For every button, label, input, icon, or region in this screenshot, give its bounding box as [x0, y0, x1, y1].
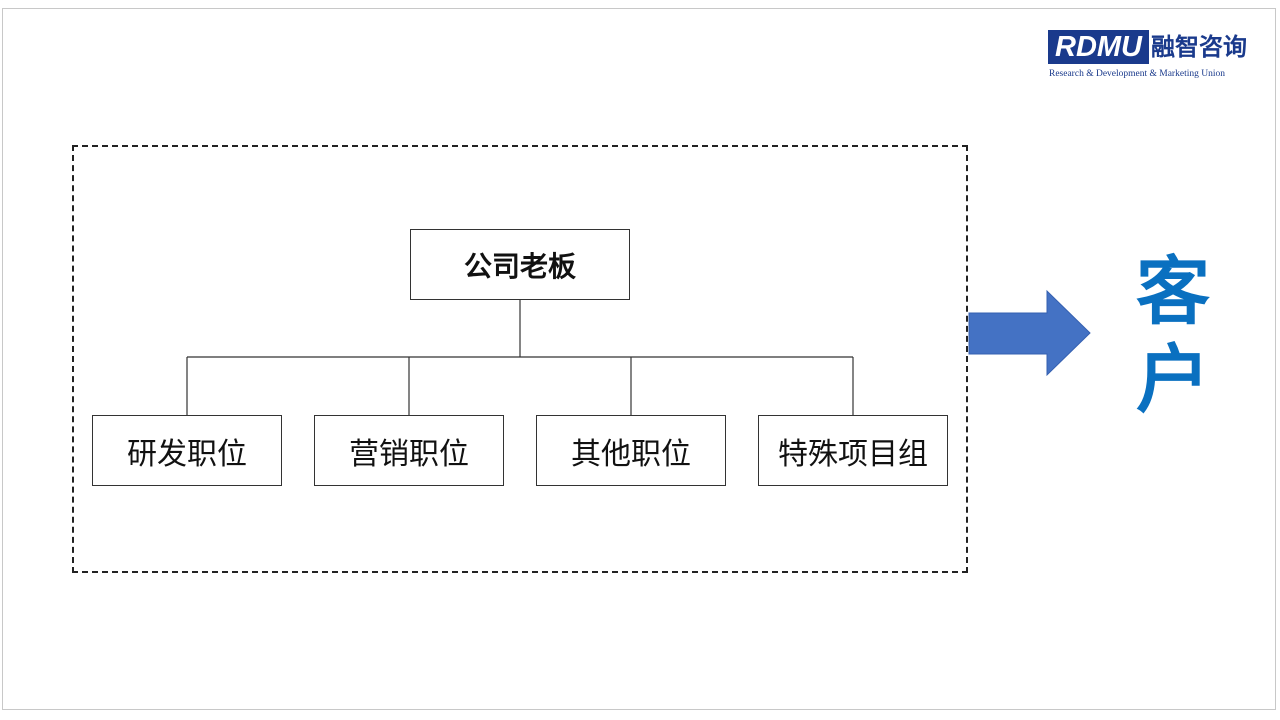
rd-position-node: 研发职位 — [92, 415, 282, 486]
company-logo: RDMU 融智咨询 Research & Development & Marke… — [1048, 30, 1258, 82]
boss-node: 公司老板 — [410, 229, 630, 300]
organization-boundary — [72, 145, 968, 573]
client-label: 客户 — [1136, 249, 1210, 423]
special-project-node: 特殊项目组 — [758, 415, 948, 486]
other-position-node: 其他职位 — [536, 415, 726, 486]
marketing-position-node: 营销职位 — [314, 415, 504, 486]
logo-abbr: RDMU — [1048, 30, 1149, 64]
logo-chinese-name: 融智咨询 — [1151, 32, 1247, 61]
logo-full-name: Research & Development & Marketing Union — [1049, 69, 1225, 79]
